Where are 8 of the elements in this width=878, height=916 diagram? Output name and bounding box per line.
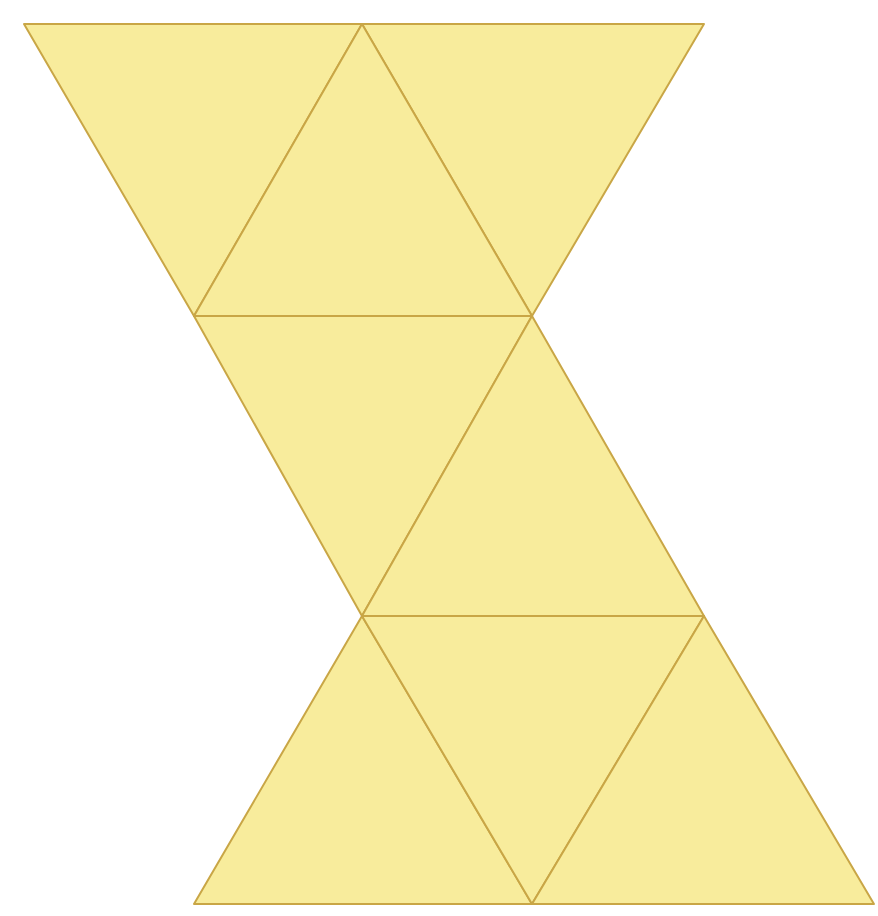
triangle [193, 23, 533, 317]
triangle [193, 615, 533, 905]
triangle [361, 315, 705, 617]
triangle [193, 315, 533, 617]
triangle [23, 23, 363, 317]
triangle [361, 23, 705, 317]
triangle [361, 615, 705, 905]
triangle [531, 615, 875, 905]
